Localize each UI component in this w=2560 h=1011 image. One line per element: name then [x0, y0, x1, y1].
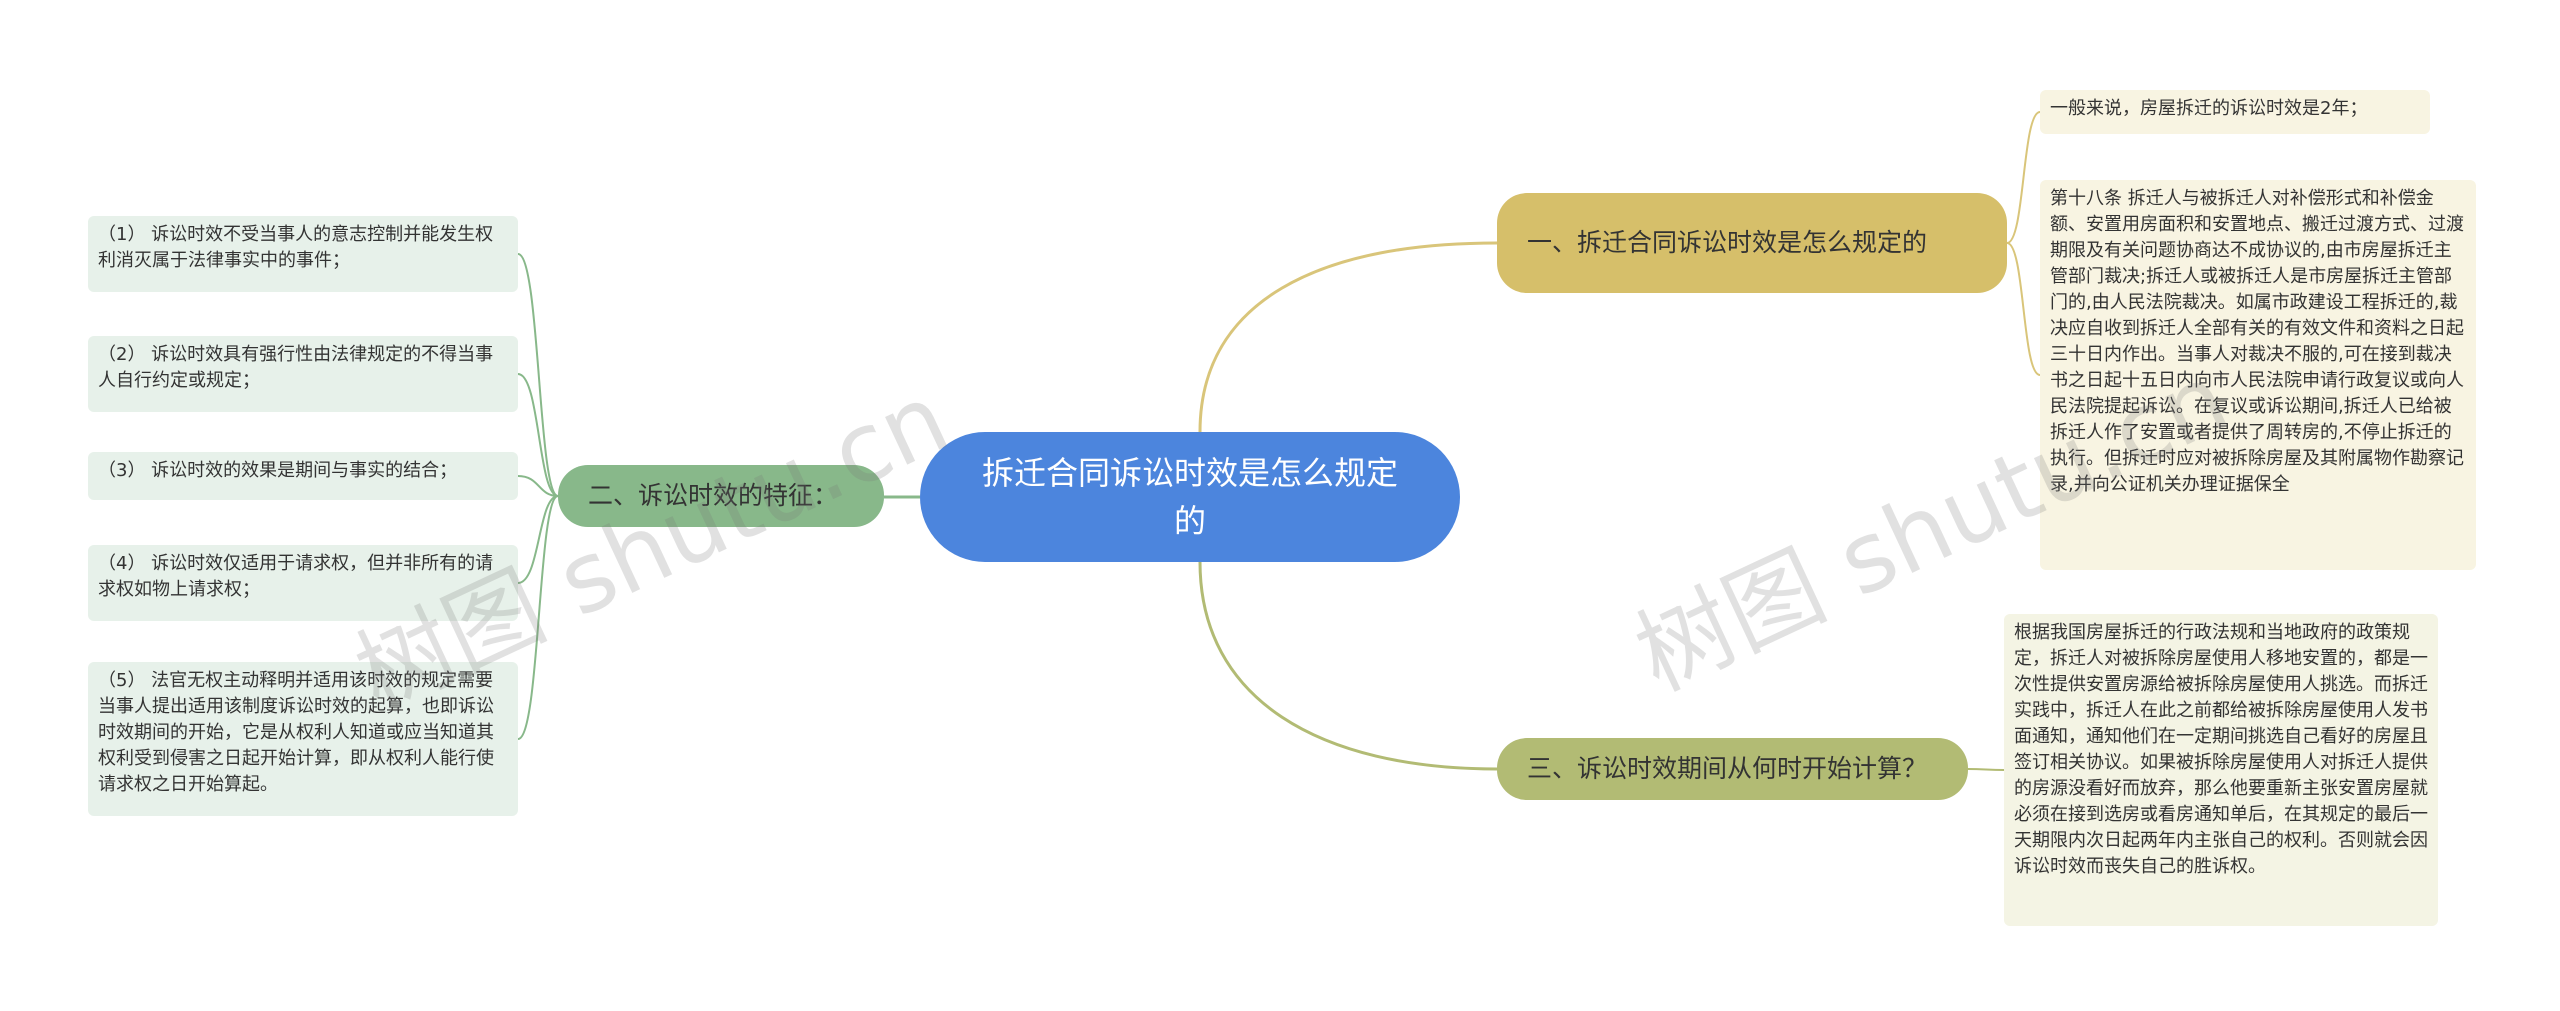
link-branch2-leaf4	[517, 495, 559, 584]
leaf-text: （4） 诉讼时效仅适用于请求权，但并非所有的请求权如物上请求权；	[98, 553, 494, 600]
leaf-node-3-1[interactable]: 根据我国房屋拆迁的行政法规和当地政府的政策规定，拆迁人对被拆除房屋使用人移地安置…	[2004, 614, 2438, 926]
link-root-branch3	[1198, 561, 1498, 771]
link-branch2-leaf2	[517, 373, 559, 497]
leaf-text: 一般来说，房屋拆迁的诉讼时效是2年；	[2050, 98, 2368, 119]
link-branch1-leaf1	[2006, 111, 2041, 244]
leaf-node-2-1[interactable]: （1） 诉讼时效不受当事人的意志控制并能发生权利消灭属于法律事实中的事件；	[88, 216, 518, 292]
leaf-text: 第十八条 拆迁人与被拆迁人对补偿形式和补偿金额、安置用房面积和安置地点、搬迁过渡…	[2050, 188, 2464, 495]
leaf-node-2-3[interactable]: （3） 诉讼时效的效果是期间与事实的结合；	[88, 452, 518, 500]
leaf-text: （1） 诉讼时效不受当事人的意志控制并能发生权利消灭属于法律事实中的事件；	[98, 224, 494, 271]
branch-label-2: 二、诉讼时效的特征：	[588, 481, 839, 510]
link-branch3-leaf1	[1967, 768, 2005, 771]
leaf-node-1-1[interactable]: 一般来说，房屋拆迁的诉讼时效是2年；	[2040, 90, 2430, 134]
branch-node-3[interactable]: 三、诉讼时效期间从何时开始计算？	[1497, 738, 1968, 800]
leaf-node-2-5[interactable]: （5） 法官无权主动释明并适用该时效的规定需要当事人提出适用该制度诉讼时效的起算…	[88, 662, 518, 816]
branch-node-2[interactable]: 二、诉讼时效的特征：	[558, 465, 884, 527]
leaf-text: （2） 诉讼时效具有强行性由法律规定的不得当事人自行约定或规定；	[98, 344, 494, 391]
root-node[interactable]: 拆迁合同诉讼时效是怎么规定的	[920, 432, 1460, 562]
leaf-node-1-2[interactable]: 第十八条 拆迁人与被拆迁人对补偿形式和补偿金额、安置用房面积和安置地点、搬迁过渡…	[2040, 180, 2476, 570]
leaf-node-2-2[interactable]: （2） 诉讼时效具有强行性由法律规定的不得当事人自行约定或规定；	[88, 336, 518, 412]
root-label: 拆迁合同诉讼时效是怎么规定的	[981, 454, 1398, 540]
link-branch2-leaf3	[517, 475, 559, 497]
leaf-text: （5） 法官无权主动释明并适用该时效的规定需要当事人提出适用该制度诉讼时效的起算…	[98, 670, 494, 795]
leaf-node-2-4[interactable]: （4） 诉讼时效仅适用于请求权，但并非所有的请求权如物上请求权；	[88, 545, 518, 621]
branch-node-1[interactable]: 一、拆迁合同诉讼时效是怎么规定的	[1497, 193, 2007, 293]
branch-label-1: 一、拆迁合同诉讼时效是怎么规定的	[1527, 228, 1928, 257]
link-branch2-leaf5	[517, 495, 559, 740]
link-branch2-leaf1	[517, 253, 559, 497]
link-branch1-leaf2	[2006, 242, 2041, 376]
leaf-text: （3） 诉讼时效的效果是期间与事实的结合；	[98, 460, 458, 481]
branch-label-3: 三、诉讼时效期间从何时开始计算？	[1527, 754, 1928, 783]
link-root-branch1	[1198, 241, 1498, 433]
leaf-text: 根据我国房屋拆迁的行政法规和当地政府的政策规定，拆迁人对被拆除房屋使用人移地安置…	[2014, 622, 2428, 877]
